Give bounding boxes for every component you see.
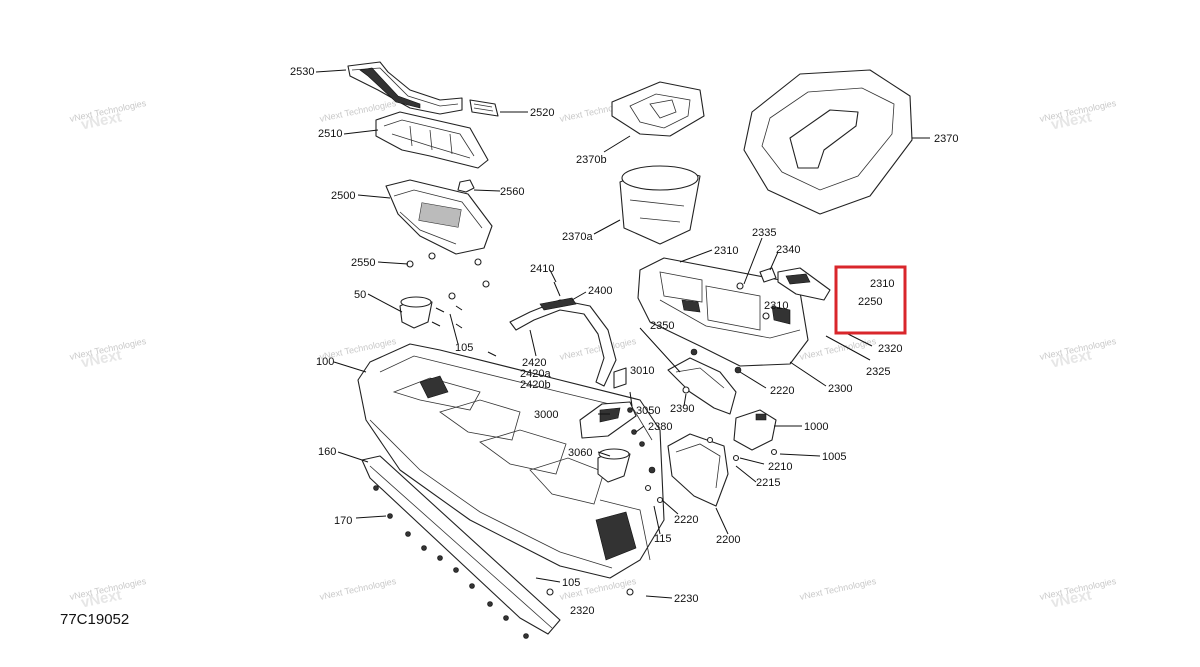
watermark: vNext vNext Technologies	[1039, 98, 1118, 134]
part-2220-nuts	[648, 348, 742, 474]
part-2200-panel	[667, 433, 729, 507]
callout-2210[interactable]: 2210	[768, 461, 792, 473]
callout-2420a[interactable]: 2420a	[520, 368, 551, 380]
callout-2220[interactable]: 2220	[770, 385, 794, 397]
part-100-body	[357, 343, 665, 579]
part-2300-deck	[637, 257, 809, 367]
part-2400-grabbar	[509, 281, 617, 387]
callout-1005[interactable]: 1005	[822, 451, 846, 463]
callout-3000[interactable]: 3000	[534, 409, 558, 421]
callout-100[interactable]: 100	[316, 356, 334, 368]
callout-105[interactable]: 105	[455, 342, 473, 354]
part-105-screws	[431, 305, 497, 357]
callout-1000[interactable]: 1000	[804, 421, 828, 433]
callout-3050[interactable]: 3050	[636, 405, 660, 417]
callout-2550[interactable]: 2550	[351, 257, 375, 269]
part-drawings	[347, 61, 913, 639]
svg-text:vNext Technologies: vNext Technologies	[319, 576, 398, 602]
svg-text:vNext Technologies: vNext Technologies	[559, 336, 638, 362]
part-50-cupholder	[399, 296, 433, 329]
callout-2520[interactable]: 2520	[530, 107, 554, 119]
callout-2340[interactable]: 2340	[776, 244, 800, 256]
callout-2300[interactable]: 2300	[828, 383, 852, 395]
callout-2310-highlighted[interactable]: 2310	[870, 278, 894, 290]
callout-115[interactable]: 115	[654, 533, 672, 545]
callout-2420b[interactable]: 2420b	[520, 379, 551, 391]
callout-2325[interactable]: 2325	[866, 366, 890, 378]
callout-50[interactable]: 50	[354, 289, 366, 301]
callout-3010[interactable]: 3010	[630, 365, 654, 377]
highlight-box	[834, 265, 907, 335]
watermark: vNext vNext Technologies	[1039, 576, 1118, 612]
callout-2250-highlighted[interactable]: 2250	[858, 296, 882, 308]
part-2340-clip	[736, 267, 777, 320]
part-170-rivets	[373, 485, 529, 639]
leader-lines	[315, 69, 930, 599]
callout-2230[interactable]: 2230	[674, 593, 698, 605]
callout-2370[interactable]: 2370	[934, 133, 958, 145]
watermark: vNext vNext Technologies	[69, 336, 148, 372]
part-2520-clip	[469, 99, 499, 117]
callout-2335[interactable]: 2335	[752, 227, 776, 239]
part-1000-box	[733, 409, 777, 451]
part-2370-lid	[743, 69, 913, 215]
part-3060-cup	[597, 448, 631, 483]
watermark: vNext Technologies	[559, 336, 638, 362]
part-2500-bin	[385, 179, 493, 268]
watermark: vNext vNext Technologies	[1039, 336, 1118, 372]
callout-3060[interactable]: 3060	[568, 447, 592, 459]
callout-2320[interactable]: 2320	[878, 343, 902, 355]
callout-2510[interactable]: 2510	[318, 128, 342, 140]
part-2350-panel	[667, 357, 737, 415]
watermark: vNext Technologies	[319, 576, 398, 602]
callout-2370a[interactable]: 2370a	[562, 231, 593, 243]
part-2325-rod	[825, 335, 871, 361]
callout-2220[interactable]: 2220	[674, 514, 698, 526]
part-3010-clip	[613, 367, 690, 394]
watermark: vNext Technologies	[799, 576, 878, 602]
part-2550-screws	[448, 280, 490, 300]
part-160-strip	[361, 455, 561, 635]
callout-2410[interactable]: 2410	[530, 263, 554, 275]
watermark: vNext vNext Technologies	[69, 98, 148, 134]
callout-160[interactable]: 160	[318, 446, 336, 458]
callout-2215[interactable]: 2215	[756, 477, 780, 489]
part-2380-bits	[627, 407, 645, 447]
watermark: vNext vNext Technologies	[69, 576, 148, 612]
callout-2530[interactable]: 2530	[290, 66, 314, 78]
callout-105[interactable]: 105	[562, 577, 580, 589]
callout-2320[interactable]: 2320	[570, 605, 594, 617]
callout-2390[interactable]: 2390	[670, 403, 694, 415]
callout-2400[interactable]: 2400	[588, 285, 612, 297]
callout-2420[interactable]: 2420	[522, 357, 546, 369]
callout-2200[interactable]: 2200	[716, 534, 740, 546]
callout-2560[interactable]: 2560	[500, 186, 524, 198]
part-2250-bracket	[777, 267, 831, 301]
svg-text:vNext Technologies: vNext Technologies	[799, 576, 878, 602]
callout-2500[interactable]: 2500	[331, 190, 355, 202]
part-2370a-basket	[619, 165, 701, 245]
callout-2310[interactable]: 2310	[714, 245, 738, 257]
callout-labels: 2530 2520 2510 2560 2500 2550 50 105 100…	[290, 66, 958, 617]
part-2560-nut	[457, 179, 475, 193]
callout-2380[interactable]: 2380	[648, 421, 672, 433]
callout-2350[interactable]: 2350	[650, 320, 674, 332]
part-115-screws	[546, 436, 778, 596]
part-3000-cover	[579, 401, 637, 439]
part-2530-rail	[347, 61, 463, 115]
drawing-code: 77C19052	[60, 611, 129, 628]
part-2370b-lid	[611, 81, 705, 137]
part-2510-tray	[375, 111, 489, 169]
callout-170[interactable]: 170	[334, 515, 352, 527]
callout-2370b[interactable]: 2370b	[576, 154, 607, 166]
callout-2310[interactable]: 2310	[764, 300, 788, 312]
